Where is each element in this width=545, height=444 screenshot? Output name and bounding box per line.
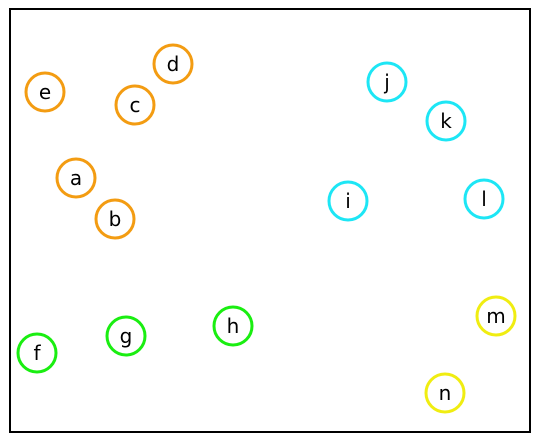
node-l-circle xyxy=(463,178,505,220)
node-e: e xyxy=(24,71,66,113)
node-d: d xyxy=(152,43,194,85)
node-i: i xyxy=(327,180,369,222)
node-h: h xyxy=(212,305,254,347)
node-f-label: f xyxy=(33,341,41,365)
node-e-label: e xyxy=(39,80,51,104)
node-d-label: d xyxy=(167,52,180,76)
node-h-circle xyxy=(212,305,254,347)
node-i-label: i xyxy=(345,189,351,213)
node-c-label: c xyxy=(130,93,141,117)
node-b-circle xyxy=(94,198,136,240)
node-g: g xyxy=(105,315,147,357)
node-a: a xyxy=(55,157,97,199)
node-m: m xyxy=(475,295,517,337)
node-a-label: a xyxy=(70,166,82,190)
node-d-circle xyxy=(152,43,194,85)
node-i-circle xyxy=(327,180,369,222)
node-b-label: b xyxy=(109,207,122,231)
node-k-label: k xyxy=(440,109,452,133)
node-l: l xyxy=(463,178,505,220)
node-g-circle xyxy=(105,315,147,357)
node-n-label: n xyxy=(439,381,452,405)
node-l-label: l xyxy=(481,187,487,211)
node-b: b xyxy=(94,198,136,240)
node-e-circle xyxy=(24,71,66,113)
node-n: n xyxy=(424,372,466,414)
node-c: c xyxy=(114,84,156,126)
node-m-label: m xyxy=(486,304,505,328)
node-j-label: j xyxy=(383,70,390,94)
node-n-circle xyxy=(424,372,466,414)
node-j: j xyxy=(366,61,408,103)
node-f: f xyxy=(16,332,58,374)
node-c-circle xyxy=(114,84,156,126)
node-h-label: h xyxy=(227,314,240,338)
node-j-circle xyxy=(366,61,408,103)
node-m-circle xyxy=(475,295,517,337)
node-k: k xyxy=(425,100,467,142)
node-a-circle xyxy=(55,157,97,199)
node-g-label: g xyxy=(120,324,133,348)
node-f-circle xyxy=(16,332,58,374)
node-k-circle xyxy=(425,100,467,142)
